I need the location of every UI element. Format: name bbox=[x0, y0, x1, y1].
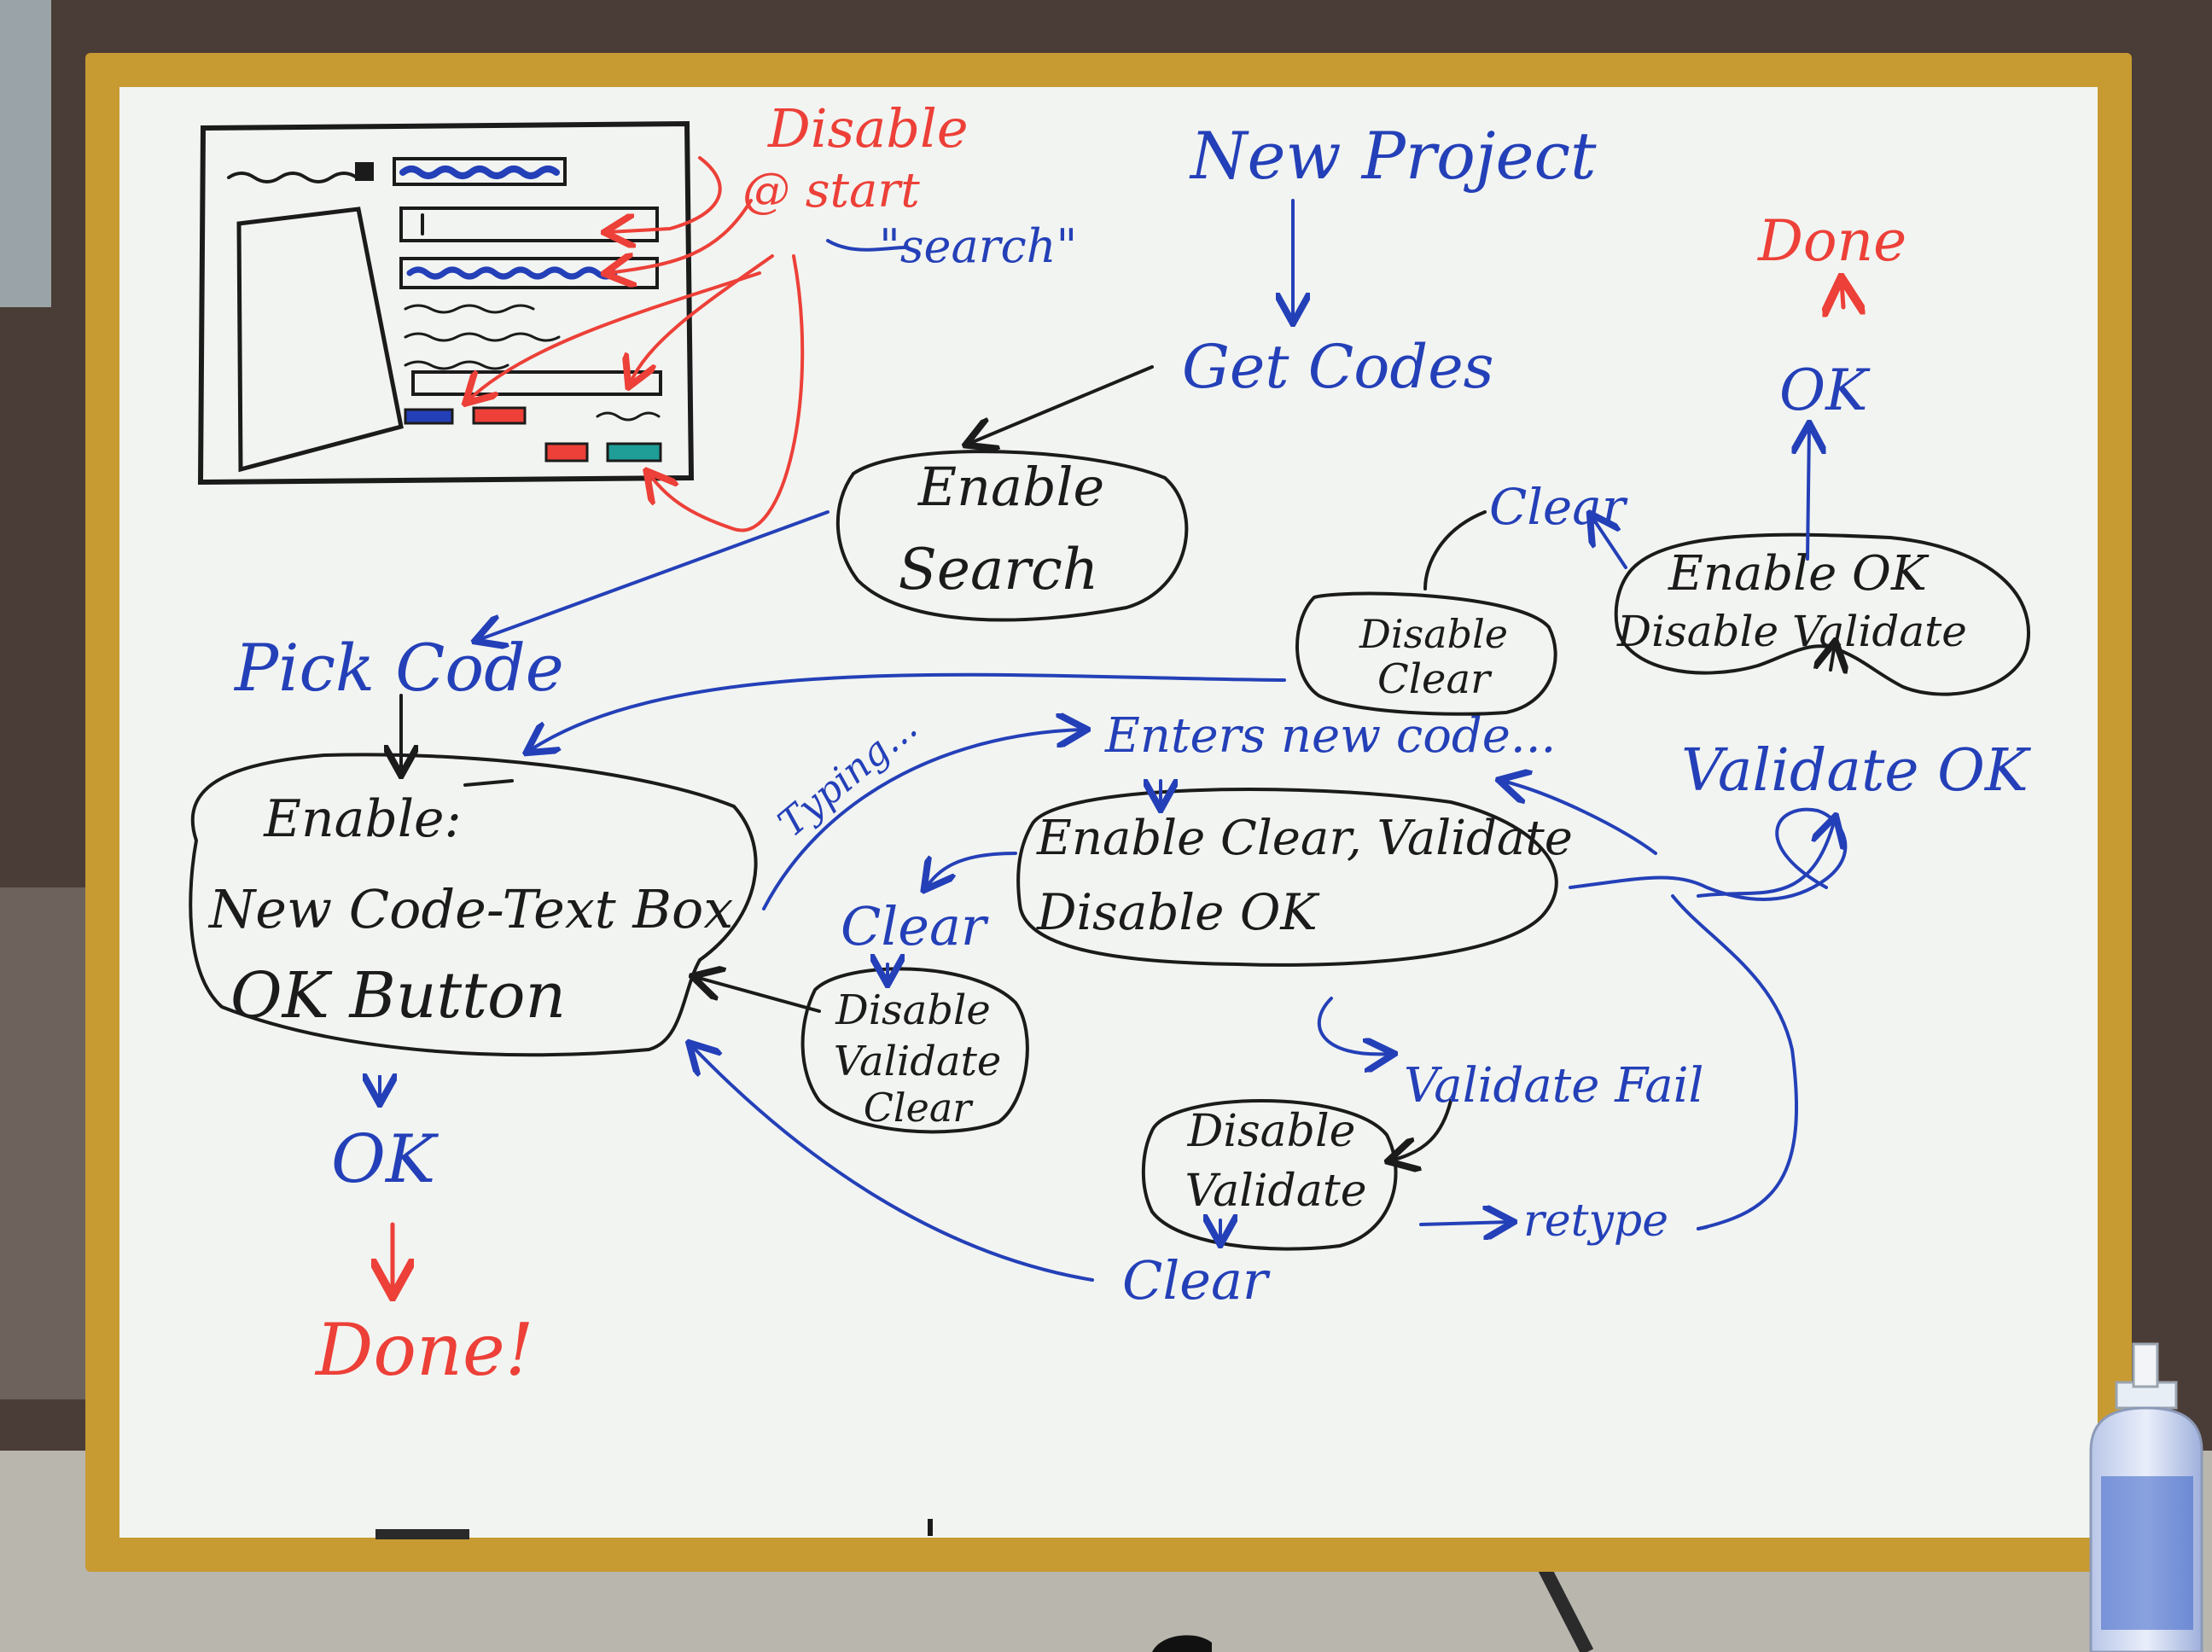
dry-erase-marker bbox=[1152, 1635, 1212, 1652]
enable-clear-validate-line1: Enable Clear, Validate bbox=[1037, 811, 1573, 866]
validate-fail-label: Validate Fail bbox=[1404, 1058, 1704, 1114]
clear-bottom-label: Clear bbox=[1122, 1249, 1268, 1312]
disable-validate-line2: Validate bbox=[1185, 1166, 1367, 1217]
clear-mid-label: Clear bbox=[841, 895, 987, 957]
done-right-label: Done bbox=[1758, 208, 1907, 274]
get-codes-label: Get Codes bbox=[1182, 332, 1494, 402]
disable-at-start-line2: @ start bbox=[742, 163, 920, 218]
disable-at-start-line1: Disable bbox=[768, 97, 969, 160]
ui-wireframe-sketch bbox=[197, 120, 695, 486]
enable-search-line1: Enable bbox=[917, 456, 1105, 518]
ok-right-label: OK bbox=[1779, 358, 1868, 423]
clear-top-label: Clear bbox=[1489, 478, 1626, 536]
ok-left-label: OK bbox=[331, 1121, 436, 1198]
red-disable-arrows bbox=[468, 156, 805, 532]
disable-validate-clear-line3: Clear bbox=[863, 1085, 972, 1131]
board-surface bbox=[119, 87, 2098, 1538]
retype-label: retype bbox=[1523, 1195, 1668, 1247]
black-arrows bbox=[401, 365, 1835, 1160]
red-arrows bbox=[393, 282, 1843, 1293]
validate-ok-label: Validate OK bbox=[1681, 737, 2029, 805]
disable-clear-line1: Disable bbox=[1359, 611, 1509, 657]
pick-code-label: Pick Code bbox=[235, 630, 564, 706]
new-project-label: New Project bbox=[1190, 118, 1597, 194]
enable-ok-line2: Disable Validate bbox=[1617, 607, 1967, 656]
done-left-label: Done! bbox=[316, 1308, 534, 1392]
enable-search-line2: Search bbox=[898, 537, 1099, 602]
enable-panel-line2: New Code-Text Box bbox=[209, 878, 734, 940]
disable-clear-line2: Clear bbox=[1377, 655, 1491, 703]
spray-bottle bbox=[2089, 1342, 2203, 1652]
enable-clear-validate-line2: Disable OK bbox=[1037, 883, 1318, 941]
blue-arrows bbox=[478, 199, 1845, 1282]
disable-validate-line1: Disable bbox=[1187, 1106, 1356, 1157]
state-bubbles bbox=[189, 450, 2030, 1251]
disable-validate-clear-line2: Validate bbox=[833, 1038, 1002, 1085]
enable-ok-line1: Enable OK bbox=[1668, 546, 1927, 602]
enable-panel-line3: OK Button bbox=[230, 959, 567, 1032]
enters-new-code-label: Enters new code... bbox=[1105, 708, 1557, 764]
enable-panel-line1: Enable: bbox=[264, 789, 462, 849]
disable-validate-clear-line1: Disable bbox=[835, 986, 991, 1034]
search-label: "search" bbox=[879, 219, 1078, 273]
